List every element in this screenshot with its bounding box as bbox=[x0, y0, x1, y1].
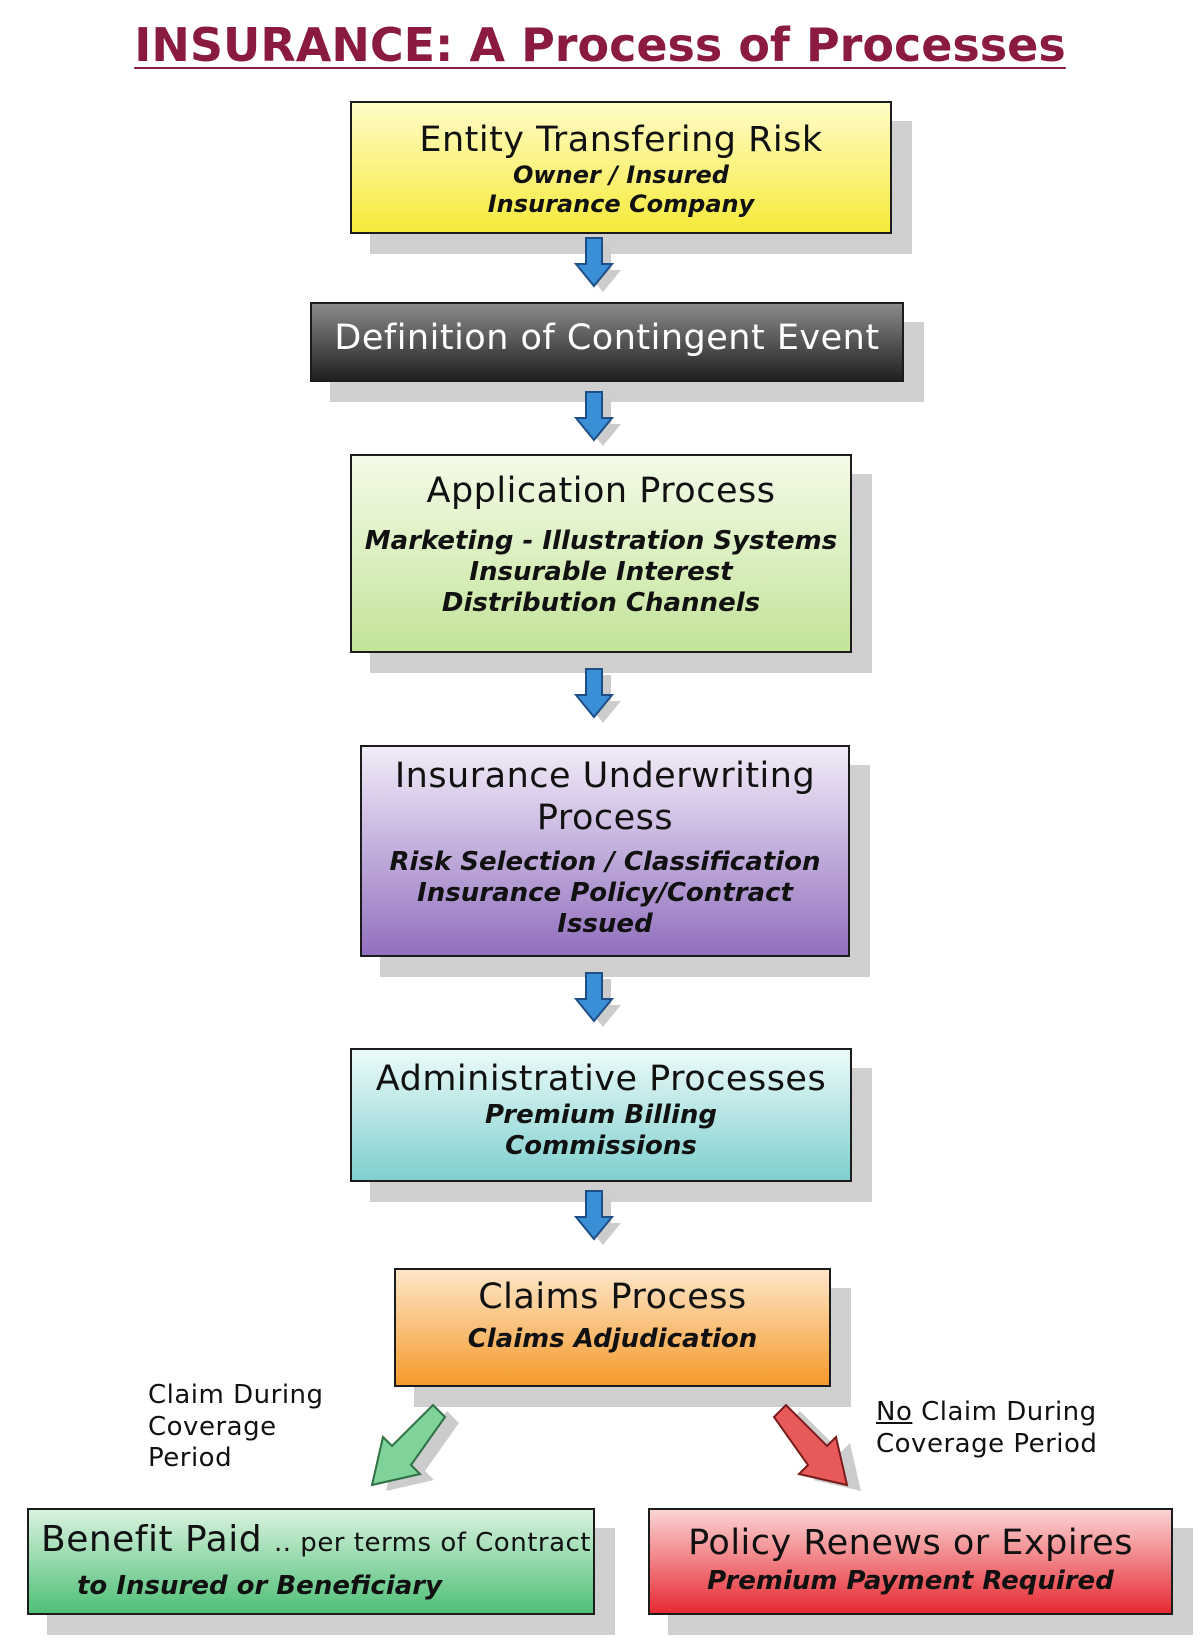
underwriting-process-box: Insurance Underwriting Process Risk Sele… bbox=[360, 745, 850, 957]
entity-heading: Entity Transfering Risk bbox=[419, 120, 823, 160]
claims-line: Claims Adjudication bbox=[467, 1324, 758, 1354]
application-process-box: Application Process Marketing - Illustra… bbox=[350, 454, 852, 653]
entity-line: Owner / Insured bbox=[513, 161, 729, 189]
claim-during-coverage-label: Claim During Coverage Period bbox=[148, 1380, 324, 1475]
claim-label-line: Claim During bbox=[148, 1380, 324, 1410]
underwriting-line: Insurance Policy/Contract bbox=[417, 878, 793, 909]
claim-arrow-icon bbox=[370, 1403, 459, 1491]
claim-label-line: Coverage bbox=[148, 1411, 277, 1442]
down-arrow-icon bbox=[573, 668, 621, 723]
down-arrow-icon bbox=[573, 972, 621, 1027]
admin-line: Premium Billing bbox=[485, 1100, 717, 1130]
admin-heading: Administrative Processes bbox=[375, 1059, 827, 1099]
benefit-heading-extra: .. per terms of Contract bbox=[274, 1528, 591, 1558]
application-line: Insurable Interest bbox=[469, 557, 733, 588]
administrative-processes-box: Administrative Processes Premium Billing… bbox=[350, 1048, 852, 1182]
entity-transfering-risk-box: Entity Transfering Risk Owner / Insured … bbox=[350, 101, 892, 234]
down-arrow-icon bbox=[573, 1190, 621, 1245]
claims-heading: Claims Process bbox=[478, 1277, 747, 1317]
benefit-paid-box: Benefit Paid .. per terms of Contract to… bbox=[27, 1508, 595, 1615]
renews-heading: Policy Renews or Expires bbox=[688, 1523, 1133, 1563]
contingent-event-box: Definition of Contingent Event bbox=[310, 302, 904, 382]
no-claim-underlined: No bbox=[876, 1397, 913, 1427]
application-line: Distribution Channels bbox=[441, 588, 761, 619]
renews-line: Premium Payment Required bbox=[707, 1566, 1114, 1596]
no-claim-rest: Claim During bbox=[912, 1397, 1097, 1427]
benefit-heading-main: Benefit Paid bbox=[41, 1519, 263, 1560]
contingent-heading: Definition of Contingent Event bbox=[334, 318, 880, 358]
underwriting-line: Issued bbox=[557, 909, 653, 940]
claims-process-box: Claims Process Claims Adjudication bbox=[394, 1268, 831, 1387]
underwriting-heading: Insurance Underwriting Process bbox=[362, 755, 848, 839]
down-arrow-icon bbox=[573, 391, 621, 446]
benefit-heading: Benefit Paid .. per terms of Contract bbox=[41, 1518, 593, 1561]
claim-label-line: Period bbox=[148, 1443, 233, 1474]
policy-renews-box: Policy Renews or Expires Premium Payment… bbox=[648, 1508, 1173, 1615]
diagram-title: INSURANCE: A Process of Processes bbox=[134, 18, 1066, 72]
application-line: Marketing - Illustration Systems bbox=[364, 526, 838, 556]
underwriting-heading-line: Process bbox=[536, 798, 674, 838]
application-heading: Application Process bbox=[426, 471, 776, 511]
admin-line: Commissions bbox=[505, 1131, 697, 1162]
no-claim-during-coverage-label: No Claim During Coverage Period bbox=[876, 1397, 1097, 1460]
benefit-line: to Insured or Beneficiary bbox=[77, 1571, 443, 1602]
no-claim-arrow-icon bbox=[772, 1403, 861, 1491]
underwriting-heading-line: Insurance Underwriting bbox=[394, 756, 816, 796]
entity-line: Insurance Company bbox=[487, 189, 755, 218]
underwriting-line: Risk Selection / Classification bbox=[389, 847, 821, 877]
no-claim-line: Coverage Period bbox=[876, 1428, 1098, 1459]
down-arrow-icon bbox=[573, 237, 621, 292]
